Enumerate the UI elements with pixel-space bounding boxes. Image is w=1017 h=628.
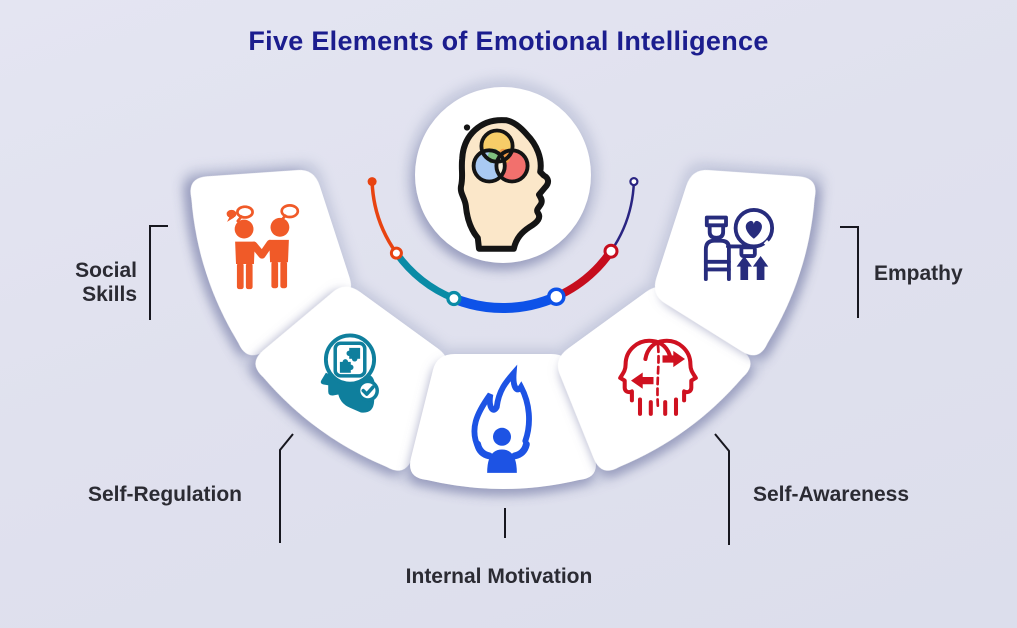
head-outline-dot	[463, 124, 471, 131]
person-flame-icon	[471, 364, 532, 473]
heart	[745, 220, 762, 239]
handshake-arms	[250, 239, 274, 259]
arc-start-dot	[367, 177, 377, 187]
connector-empathy	[840, 226, 859, 318]
puzzle-pieces	[339, 347, 361, 373]
body-stripes	[703, 259, 731, 272]
handshake-chat-icon	[226, 204, 300, 290]
speech-bubbles	[226, 204, 300, 223]
cap	[704, 215, 728, 228]
arc-node-1	[389, 246, 403, 260]
arc-segment-social-skills	[370, 179, 399, 255]
arc-segment-self-awareness	[552, 247, 615, 301]
arc-node-3	[547, 287, 566, 306]
arc-end-dot	[629, 177, 639, 187]
label-self-regulation: Self-Regulation	[88, 483, 243, 506]
arc-segment-self-regulation	[392, 249, 458, 302]
label-self-awareness: Self-Awareness	[753, 483, 910, 506]
venn-diagram	[471, 128, 530, 184]
growth-arrows	[736, 256, 769, 281]
head-outlines	[618, 338, 698, 416]
label-empathy: Empathy	[874, 262, 963, 285]
label-social-skills: Social Skills	[75, 259, 137, 307]
arc-node-2	[446, 290, 462, 307]
handshake-figures	[234, 217, 290, 290]
connector-social-skills	[149, 225, 168, 320]
arc-segment-empathy	[609, 180, 636, 253]
arc-node-4	[603, 243, 619, 259]
neck-lines	[637, 397, 679, 416]
label-connectors	[149, 225, 859, 545]
exchange-arrows	[631, 350, 685, 389]
dual-heads-arrows-icon	[618, 338, 698, 416]
center-dashed-line	[656, 344, 660, 410]
check-mark	[361, 385, 375, 396]
circle-gap	[763, 239, 772, 249]
page-title: Five Elements of Emotional Intelligence	[248, 26, 769, 56]
label-internal-motivation: Internal Motivation	[405, 565, 593, 588]
connector-self-awareness	[714, 433, 730, 545]
person-heart-icon	[703, 208, 775, 281]
head-puzzle-check-icon	[320, 333, 379, 413]
connector-self-regulation	[279, 433, 294, 543]
arc-segment-internal-motivation	[448, 291, 562, 314]
flame-outline	[471, 364, 532, 452]
heart-circle	[733, 208, 775, 249]
head-venn-icon	[457, 117, 551, 252]
motivated-person	[474, 427, 530, 473]
hand	[739, 245, 757, 258]
arc-nodes	[367, 177, 639, 307]
